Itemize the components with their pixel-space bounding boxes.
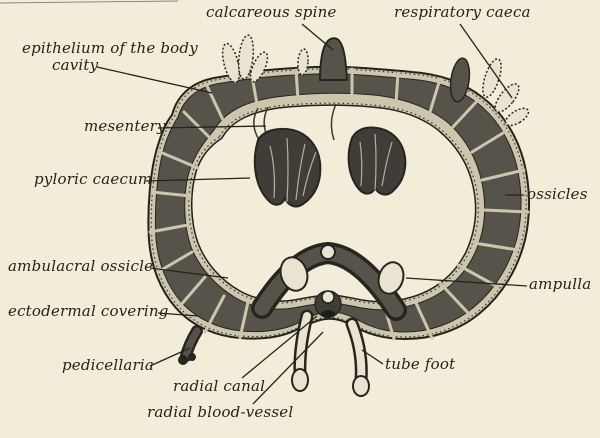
radial-canal-complex bbox=[314, 290, 342, 318]
leader-calcareous-spine bbox=[301, 23, 334, 51]
label-respiratory-caeca: respiratory caeca bbox=[394, 3, 531, 21]
label-radial-blood-vessel: radial blood-vessel bbox=[147, 403, 294, 421]
scan-artifact-line bbox=[0, 0, 179, 4]
pyloric-caeca-vein-lines bbox=[269, 133, 393, 203]
tube-foot-left-shape bbox=[291, 309, 314, 392]
leader-pedicellaria bbox=[149, 347, 191, 367]
ossicle-segment-lines bbox=[148, 67, 530, 341]
label-ossicles: ossicles bbox=[527, 185, 588, 203]
label-calcareous-spine: calcareous spine bbox=[206, 3, 337, 21]
radial-blood-vessel-shape bbox=[321, 310, 335, 318]
leader-ampulla bbox=[405, 277, 528, 287]
leader-respiratory-caeca bbox=[459, 23, 513, 99]
leader-lines bbox=[96, 23, 528, 405]
ambulacral-apex-knob bbox=[320, 244, 336, 260]
respiratory-caeca-left bbox=[221, 34, 269, 84]
leader-tube-foot bbox=[361, 349, 384, 365]
label-pyloric-caecum: pyloric caecum bbox=[34, 170, 153, 188]
leader-ambulacral-ossicle bbox=[149, 267, 229, 279]
leader-pyloric-caecum bbox=[145, 177, 251, 182]
label-epithelium-line2: cavity bbox=[52, 56, 99, 74]
radial-canal-shape bbox=[321, 290, 335, 304]
label-radial-canal: radial canal bbox=[173, 377, 266, 395]
leader-radial-blood-vessel bbox=[252, 331, 324, 405]
calcareous-spine-shape bbox=[318, 37, 349, 81]
label-ambulacral-ossicle: ambulacral ossicle bbox=[8, 257, 154, 275]
label-epithelium-line1: epithelium of the body bbox=[22, 39, 198, 57]
pyloric-caecum-right-shape bbox=[347, 126, 407, 196]
papula-small bbox=[297, 48, 309, 76]
leader-radial-canal bbox=[241, 315, 318, 379]
coelom-cavity bbox=[190, 104, 477, 303]
label-tube-foot: tube foot bbox=[385, 355, 456, 373]
ampulla-right-shape bbox=[377, 261, 405, 295]
ampulla-left-shape bbox=[279, 256, 309, 292]
tube-foot-right-shape bbox=[345, 317, 370, 397]
label-ectodermal-covering: ectodermal covering bbox=[8, 302, 169, 320]
label-pedicellaria: pedicellaria bbox=[62, 356, 155, 374]
pedicellaria-shape bbox=[178, 325, 203, 365]
label-mesentery: mesentery bbox=[84, 117, 166, 135]
stipple-outer bbox=[150, 68, 527, 338]
leader-epithelium bbox=[96, 66, 213, 94]
leader-mesentery bbox=[157, 125, 267, 129]
respiratory-caeca-right bbox=[449, 57, 530, 127]
label-ampulla: ampulla bbox=[529, 275, 592, 293]
leader-ectodermal-covering bbox=[157, 312, 199, 317]
